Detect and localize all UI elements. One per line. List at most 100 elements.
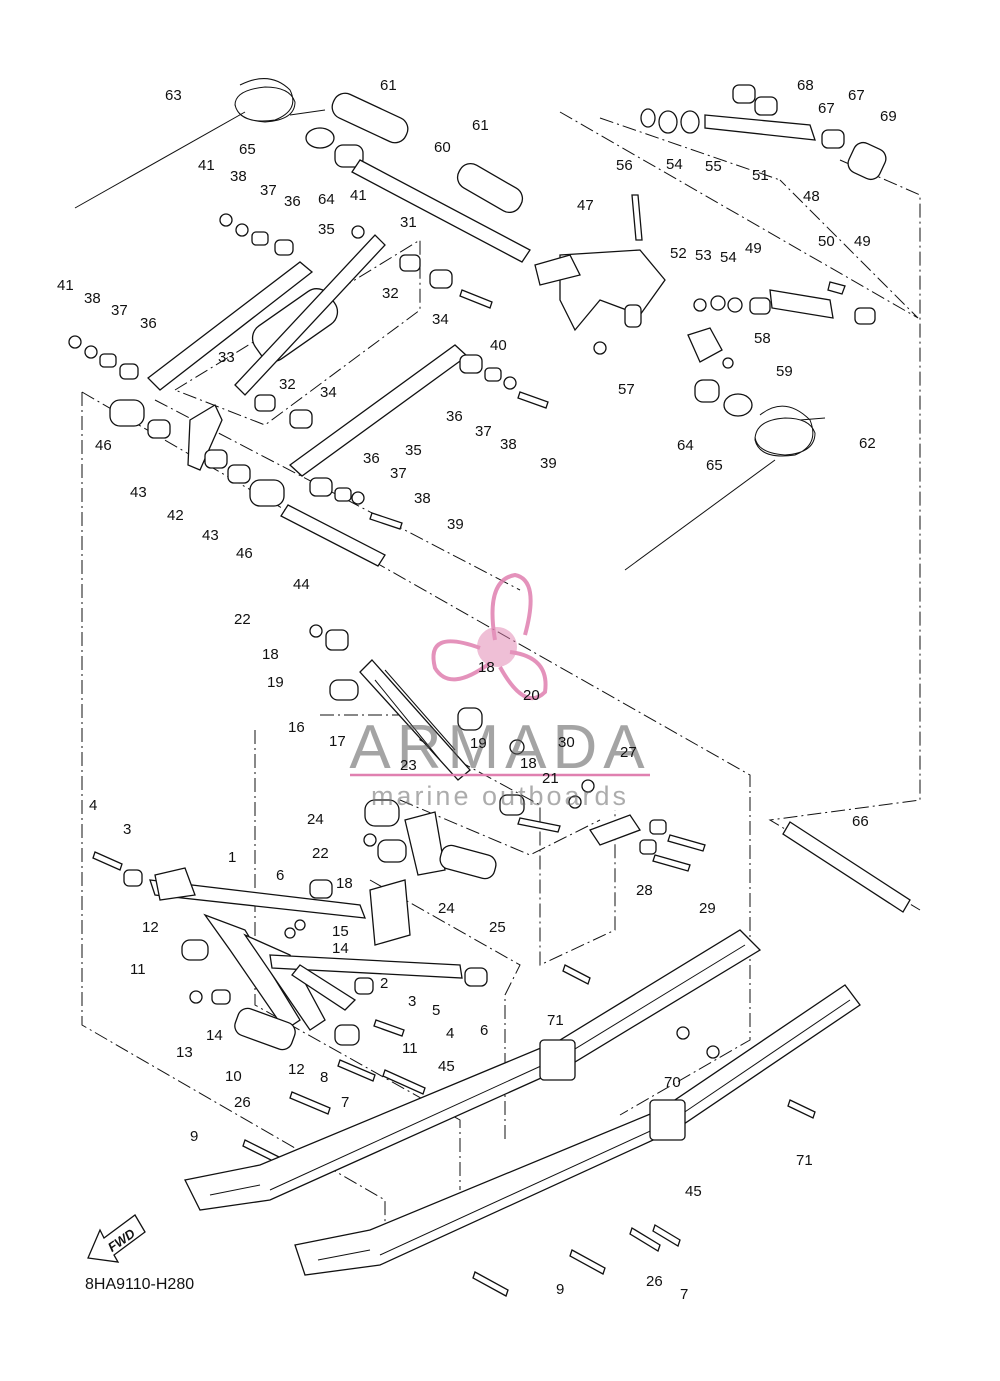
bushings-mid-left (254, 254, 517, 505)
callout-17: 17 (329, 733, 346, 750)
callout-38: 38 (230, 168, 247, 185)
callout-3: 3 (408, 993, 416, 1010)
callout-28: 28 (636, 882, 653, 899)
shock-absorber-33 (234, 234, 386, 396)
callout-37: 37 (260, 182, 277, 199)
callout-63: 63 (165, 87, 182, 104)
callout-43: 43 (130, 484, 147, 501)
callout-64: 64 (677, 437, 694, 454)
slide-rail-right (294, 984, 861, 1276)
callout-37: 37 (475, 423, 492, 440)
callout-36: 36 (446, 408, 463, 425)
callout-9: 9 (190, 1128, 198, 1145)
bracket-61 (331, 92, 409, 144)
callout-71: 71 (796, 1152, 813, 1169)
callout-42: 42 (167, 507, 184, 524)
collars-54-55 (640, 108, 700, 134)
callout-6: 6 (480, 1022, 488, 1039)
callout-14: 14 (206, 1027, 223, 1044)
fwd-arrow-icon: FWD (87, 1214, 146, 1263)
callout-26: 26 (646, 1273, 663, 1290)
callout-4: 4 (446, 1025, 454, 1042)
callout-65: 65 (239, 141, 256, 158)
callout-49: 49 (854, 233, 871, 250)
callout-41: 41 (350, 187, 367, 204)
slide-rail-left (184, 929, 762, 1211)
callout-38: 38 (84, 290, 101, 307)
callout-24: 24 (438, 900, 455, 917)
shaft-66 (782, 821, 911, 913)
callout-24: 24 (307, 811, 324, 828)
callout-23: 23 (400, 757, 417, 774)
callout-19: 19 (267, 674, 284, 691)
callout-48: 48 (803, 188, 820, 205)
callout-29: 29 (699, 900, 716, 917)
callout-67: 67 (848, 87, 865, 104)
callout-7: 7 (680, 1286, 688, 1303)
callout-46: 46 (236, 545, 253, 562)
collar-64b (694, 379, 720, 403)
callout-11: 11 (130, 961, 146, 978)
callout-22: 22 (312, 845, 329, 862)
callout-40: 40 (490, 337, 507, 354)
callout-5: 5 (432, 1002, 440, 1019)
callout-50: 50 (818, 233, 835, 250)
callout-45: 45 (438, 1058, 455, 1075)
callout-46: 46 (95, 437, 112, 454)
small-hardware-top-left (68, 213, 365, 380)
callout-33: 33 (218, 349, 235, 366)
bracket-23-assembly (363, 799, 497, 880)
callout-18: 18 (520, 755, 537, 772)
callout-35: 35 (405, 442, 422, 459)
callout-21: 21 (542, 770, 559, 787)
callout-labels: 63 61 61 60 65 64 41 38 37 36 41 31 35 3… (57, 77, 897, 1303)
callout-52: 52 (670, 245, 687, 262)
assembly-48 (749, 281, 876, 325)
callout-31: 31 (400, 214, 417, 231)
callout-38: 38 (500, 436, 517, 453)
shaft-60 (351, 159, 531, 263)
callout-32: 32 (279, 376, 296, 393)
callout-30: 30 (558, 734, 575, 751)
callout-62: 62 (859, 435, 876, 452)
callout-57: 57 (618, 381, 635, 398)
callout-26: 26 (234, 1094, 251, 1111)
armada-watermark: ARMADA marine outboards (349, 572, 650, 811)
callout-49: 49 (745, 240, 762, 257)
pivot-arm-47 (534, 249, 666, 332)
callout-2: 2 (380, 975, 388, 992)
callout-58: 58 (754, 330, 771, 347)
callout-55: 55 (705, 158, 722, 175)
callout-70: 70 (664, 1074, 681, 1091)
callout-54: 54 (666, 156, 683, 173)
callout-25: 25 (489, 919, 506, 936)
callout-22: 22 (234, 611, 251, 628)
callout-18: 18 (336, 875, 353, 892)
callout-7: 7 (341, 1094, 349, 1111)
pivot-plate-42 (187, 404, 223, 471)
shaft-51 (704, 114, 816, 141)
callout-60: 60 (434, 139, 451, 156)
diagram-code: 8HA9110-H280 (85, 1276, 194, 1293)
watermark-brand: ARMADA (349, 713, 650, 782)
collar-64 (334, 144, 364, 168)
callout-69: 69 (880, 108, 897, 125)
callout-15: 15 (332, 923, 349, 940)
callout-41: 41 (57, 277, 74, 294)
bolts-39-40 (369, 289, 549, 530)
callout-11: 11 (402, 1040, 418, 1057)
callout-64: 64 (318, 191, 335, 208)
callout-51: 51 (752, 167, 769, 184)
nut-57 (593, 341, 607, 355)
callout-34: 34 (320, 384, 337, 401)
washer-65 (305, 127, 335, 149)
rear-shock-16 (359, 659, 471, 781)
callout-41: 41 (198, 157, 215, 174)
callout-13: 13 (176, 1044, 193, 1061)
shaft-44 (280, 504, 386, 567)
callout-18: 18 (262, 646, 279, 663)
callout-16: 16 (288, 719, 305, 736)
callout-66: 66 (852, 813, 869, 830)
